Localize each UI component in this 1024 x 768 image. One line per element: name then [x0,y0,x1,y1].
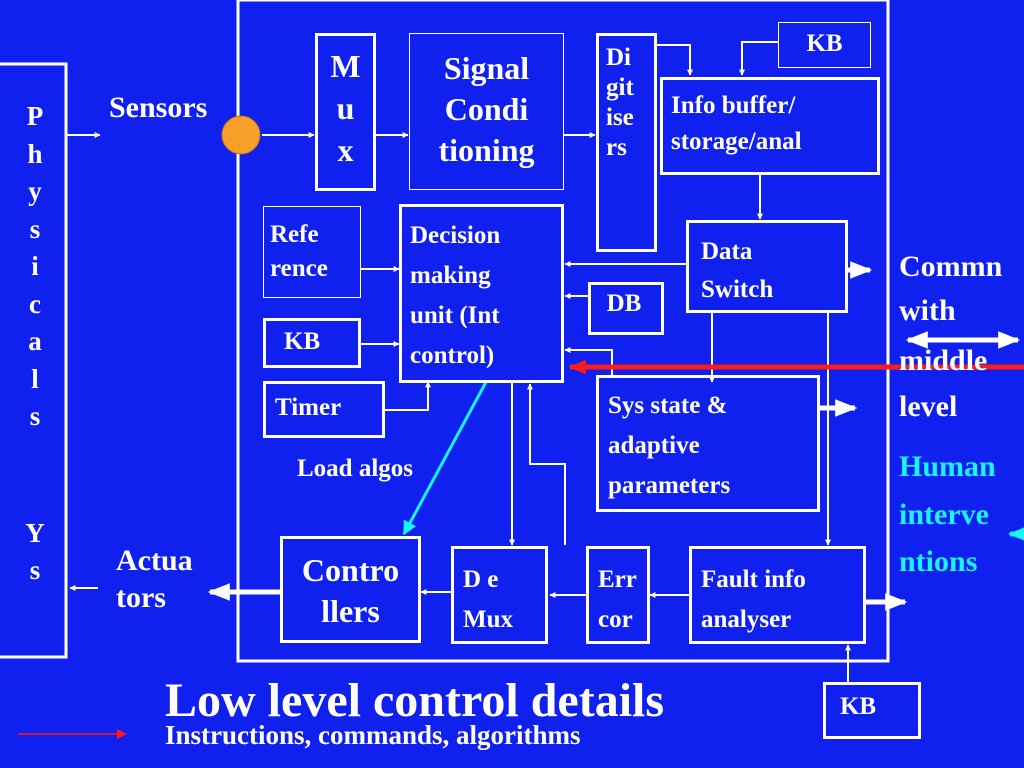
demux-label: D e Mux [463,566,513,633]
physical-ys-label: Y s [25,518,45,585]
kb-bottom-label: KB [839,693,877,720]
legend-text: Instructions, commands, algorithms [165,720,581,750]
physical-sys-label: P h y s i c a l s [26,101,44,431]
arrow-timer-to-decision [385,381,431,411]
digitisers-box [596,33,657,252]
commn-label: Commn [899,250,1003,283]
timer-label: Timer [275,394,342,421]
info-buffer-label: Info buffer/ storage/anal [671,92,802,155]
system-frame [236,0,890,663]
kb-top-box [778,22,871,68]
ntions-label: ntions [899,545,978,578]
sys-state-label: Sys state & adaptive parameters [608,392,731,499]
fault-info-label: Fault info analyser [701,566,806,633]
kb-bottom-box [823,682,921,739]
db-box [588,282,664,335]
sensors-label: Sensors [109,91,208,124]
err-cor-label: Err cor [598,566,637,633]
data-switch-label: Data Switch [701,238,774,303]
sensor-dot [221,115,261,155]
data-switch-box [686,220,848,313]
timer-box [263,381,385,438]
signal-conditioning-label: Signal Condi tioning [438,50,535,168]
demux-box [451,546,548,644]
reference-box [263,206,361,298]
reference-label: Refe rence [270,221,328,282]
human-label: Human [899,450,996,483]
sys-state-box [596,375,820,512]
arrow-kb-to-info-buffer [739,41,778,76]
db-label: DB [606,290,642,317]
with-label: with [899,294,956,327]
actuators-label: Actua tors [116,544,193,614]
mux-label: M u x [330,48,361,168]
mux-box [315,33,376,191]
interve-label: interve [899,498,989,531]
info-buffer-box [660,77,880,175]
diagram-title: Low level control details [165,674,665,727]
load-algos-label: Load algos [297,455,414,482]
decision-making-label: Decision making unit (Int control) [410,222,501,369]
kb-left-label: KB [284,328,321,355]
controllers-label: Contro llers [301,552,400,629]
kb-left-box [263,318,361,368]
kb-top-label: KB [806,30,843,57]
digitisers-label: Di git ise rs [606,44,634,161]
signal-conditioning-box [409,33,564,190]
fault-info-box [689,546,866,644]
controllers-box [280,536,421,643]
decision-making-box [399,204,564,383]
middle-label: middle [899,344,988,377]
physical-system-box [0,62,68,659]
arrow-err-cor-to-decision [527,383,566,545]
arrow-sys-state-to-decision [564,347,613,375]
cyan-load-algos-arrow [402,381,488,536]
arrow-digitisers-to-info-buffer [656,44,693,76]
err-cor-box [586,546,650,644]
level-label: level [899,390,958,423]
